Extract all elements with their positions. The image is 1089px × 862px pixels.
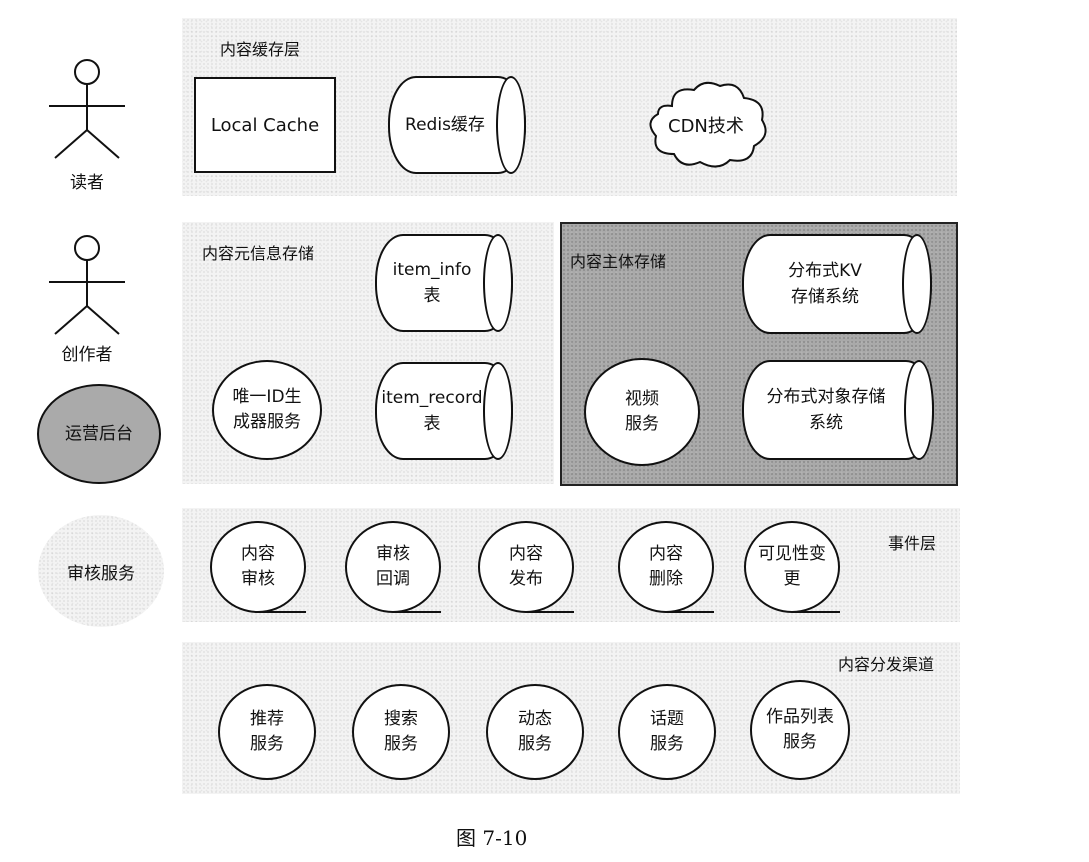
item-info-cylinder-end (483, 234, 513, 332)
item-info-label-2: 表 (423, 286, 441, 306)
dist-label-1b: 服务 (250, 734, 284, 754)
distributed-kv-node: 分布式KV 存储系统 (742, 234, 932, 334)
reader-label: 读者 (70, 173, 104, 193)
event-label-2a: 审核 (376, 544, 410, 564)
dist-recommend-service: 推荐服务 (218, 684, 316, 780)
event-label-4a: 内容 (649, 544, 683, 564)
cdn-label: CDN技术 (668, 116, 744, 137)
event-label-3a: 内容 (509, 544, 543, 564)
event-content-review: 内容审核 (210, 521, 306, 613)
event-label-3b: 发布 (509, 569, 543, 589)
review-service-node: 审核服务 (38, 515, 164, 627)
distribution-title: 内容分发渠道 (838, 655, 935, 674)
event-label-5a: 可见性变 (758, 544, 826, 564)
dist-label-3b: 服务 (518, 734, 552, 754)
video-label-1: 视频 (625, 389, 659, 409)
meta-storage-title: 内容元信息存储 (202, 244, 315, 263)
event-tail-3 (526, 611, 574, 613)
dist-label-2a: 搜索 (384, 709, 418, 729)
dist-label-3a: 动态 (518, 709, 552, 729)
creator-actor-icon (49, 235, 125, 335)
item-record-cylinder-end (483, 362, 513, 460)
ops-backend-label: 运营后台 (65, 423, 133, 444)
cdn-cloud-icon (649, 81, 767, 168)
event-review-callback: 审核回调 (345, 521, 441, 613)
video-label-2: 服务 (625, 414, 659, 434)
dist-feed-service: 动态服务 (486, 684, 584, 780)
kv-label-1: 分布式KV (788, 261, 862, 281)
item-info-label-1: item_info (392, 260, 472, 280)
dist-label-2b: 服务 (384, 734, 418, 754)
event-label-4b: 删除 (649, 569, 683, 589)
distributed-object-node: 分布式对象存储 系统 (742, 360, 934, 460)
item-record-label-1: item_record (381, 388, 483, 408)
review-service-label: 审核服务 (67, 563, 135, 584)
cache-layer-title: 内容缓存层 (220, 40, 301, 59)
id-generator-label-1: 唯一ID生 (232, 387, 302, 407)
local-cache-node: Local Cache (194, 77, 336, 173)
dist-label-1a: 推荐 (250, 709, 284, 729)
dist-label-5b: 服务 (783, 732, 817, 752)
object-label-1: 分布式对象存储 (766, 387, 886, 407)
event-tail-4 (666, 611, 714, 613)
event-tail-1 (258, 611, 306, 613)
event-label-1b: 审核 (241, 569, 275, 589)
event-visibility-change: 可见性变更 (744, 521, 840, 613)
dist-topic-service: 话题服务 (618, 684, 716, 780)
main-storage-title: 内容主体存储 (570, 252, 667, 271)
dist-label-4b: 服务 (650, 734, 684, 754)
item-record-label-2: 表 (423, 414, 441, 434)
item-info-node: item_info 表 (375, 234, 513, 332)
event-label-2b: 回调 (376, 569, 410, 589)
item-record-node: item_record 表 (375, 362, 513, 460)
figure-caption: 图 7-10 (456, 826, 528, 850)
event-label-5b: 更 (783, 569, 801, 589)
dist-works-list-service: 作品列表服务 (750, 680, 850, 780)
reader-actor-icon (49, 59, 125, 159)
ops-backend-node: 运营后台 (37, 384, 161, 484)
id-generator-label-2: 成器服务 (232, 412, 301, 432)
redis-label: Redis缓存 (405, 115, 485, 135)
dist-label-5a: 作品列表 (766, 707, 834, 727)
redis-cache-node: Redis缓存 (388, 76, 526, 174)
kv-label-2: 存储系统 (791, 287, 859, 307)
dist-label-4a: 话题 (650, 709, 684, 729)
creator-label: 创作者 (61, 345, 113, 365)
redis-cylinder-end (496, 76, 526, 174)
object-cylinder-end (904, 360, 934, 460)
event-content-publish: 内容发布 (478, 521, 574, 613)
event-content-delete: 内容删除 (618, 521, 714, 613)
event-tail-5 (792, 611, 840, 613)
event-layer-title: 事件层 (888, 534, 937, 553)
object-label-2: 系统 (809, 413, 843, 433)
video-service-node: 视频 服务 (584, 358, 700, 466)
event-tail-2 (393, 611, 441, 613)
kv-cylinder-end (902, 234, 932, 334)
local-cache-label: Local Cache (210, 114, 320, 136)
event-label-1a: 内容 (241, 544, 275, 564)
dist-search-service: 搜索服务 (352, 684, 450, 780)
id-generator-node: 唯一ID生 成器服务 (212, 360, 322, 460)
